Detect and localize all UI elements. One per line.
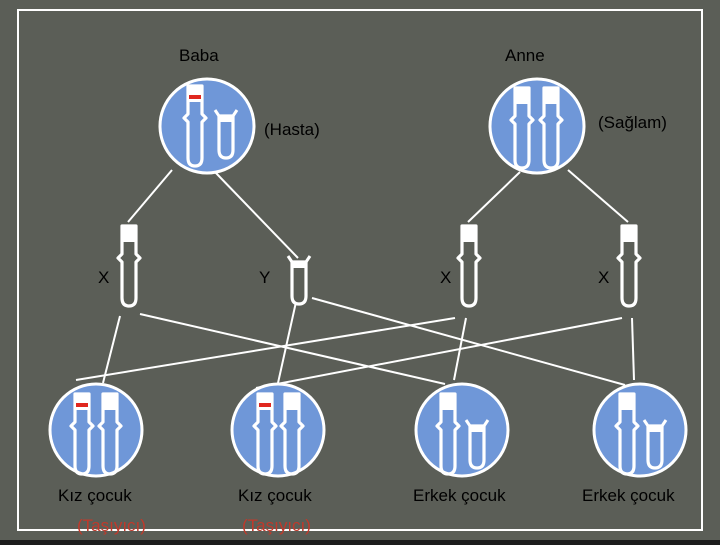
mother-cell <box>490 79 584 173</box>
father-cell <box>160 79 254 173</box>
child-4-label: Erkek çocuk <box>582 486 675 506</box>
child-cell-3 <box>416 384 508 476</box>
child-2-label: Kız çocuk <box>238 486 312 506</box>
child-2-status: (Taşıyıcı) <box>242 516 311 536</box>
gamete-1-label: X <box>98 268 109 288</box>
gamete-2-label: Y <box>259 268 270 288</box>
gamete-3-label: X <box>440 268 451 288</box>
mother-label: Anne <box>505 46 545 66</box>
father-label: Baba <box>179 46 219 66</box>
mother-status: (Sağlam) <box>598 113 667 133</box>
child-1-status: (Taşıyıcı) <box>77 516 146 536</box>
father-status: (Hasta) <box>264 120 320 140</box>
child-1-label: Kız çocuk <box>58 486 132 506</box>
child-cell-1 <box>50 384 142 476</box>
child-3-label: Erkek çocuk <box>413 486 506 506</box>
child-cell-2 <box>232 384 324 476</box>
child-cell-4 <box>594 384 686 476</box>
gamete-4-label: X <box>598 268 609 288</box>
